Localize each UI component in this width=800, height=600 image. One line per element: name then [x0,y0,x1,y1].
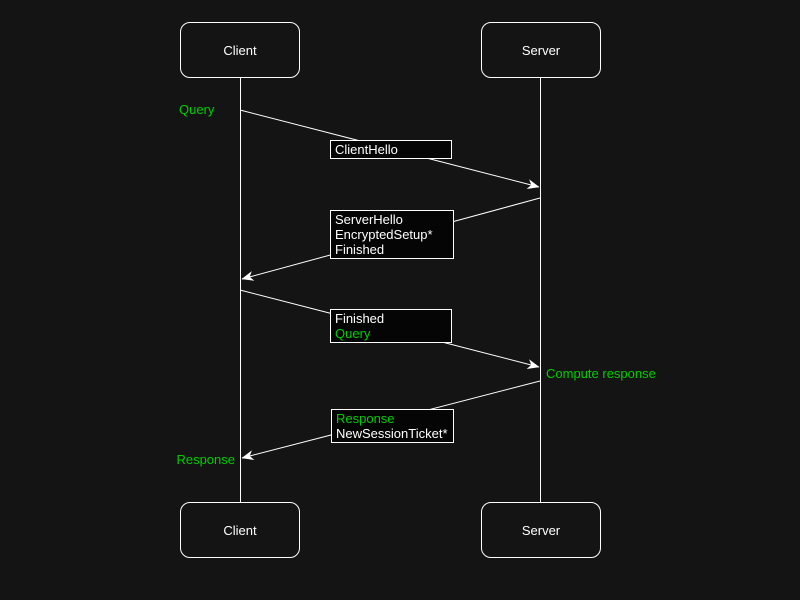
actor-client-top: Client [180,22,300,78]
message-line: ServerHello [335,212,403,227]
message-line: Finished [335,311,385,326]
message-line: EncryptedSetup* [335,227,433,242]
message-label-response-ticket: Response NewSessionTicket* [331,409,454,443]
message-line: ClientHello [335,142,398,157]
actor-server-bottom-label: Server [521,522,561,538]
actor-server-top-label: Server [521,42,561,58]
message-label-clienthello: ClientHello [330,140,452,159]
annotation-response: Response [176,452,235,467]
actor-client-bottom-label: Client [223,522,257,538]
actor-client-bottom: Client [180,502,300,558]
actor-client-top-label: Client [223,42,257,58]
actor-server-top: Server [481,22,601,78]
annotation-compute-response: Compute response [546,366,656,381]
actor-server-bottom: Server [481,502,601,558]
annotation-query: Query [179,102,215,117]
message-label-serverhello: ServerHello EncryptedSetup* Finished [330,210,454,259]
message-line: Query [335,326,371,341]
message-line: Response [336,411,395,426]
message-label-finished-query: Finished Query [330,309,452,343]
message-line: Finished [335,242,385,257]
message-line: NewSessionTicket* [336,426,448,441]
